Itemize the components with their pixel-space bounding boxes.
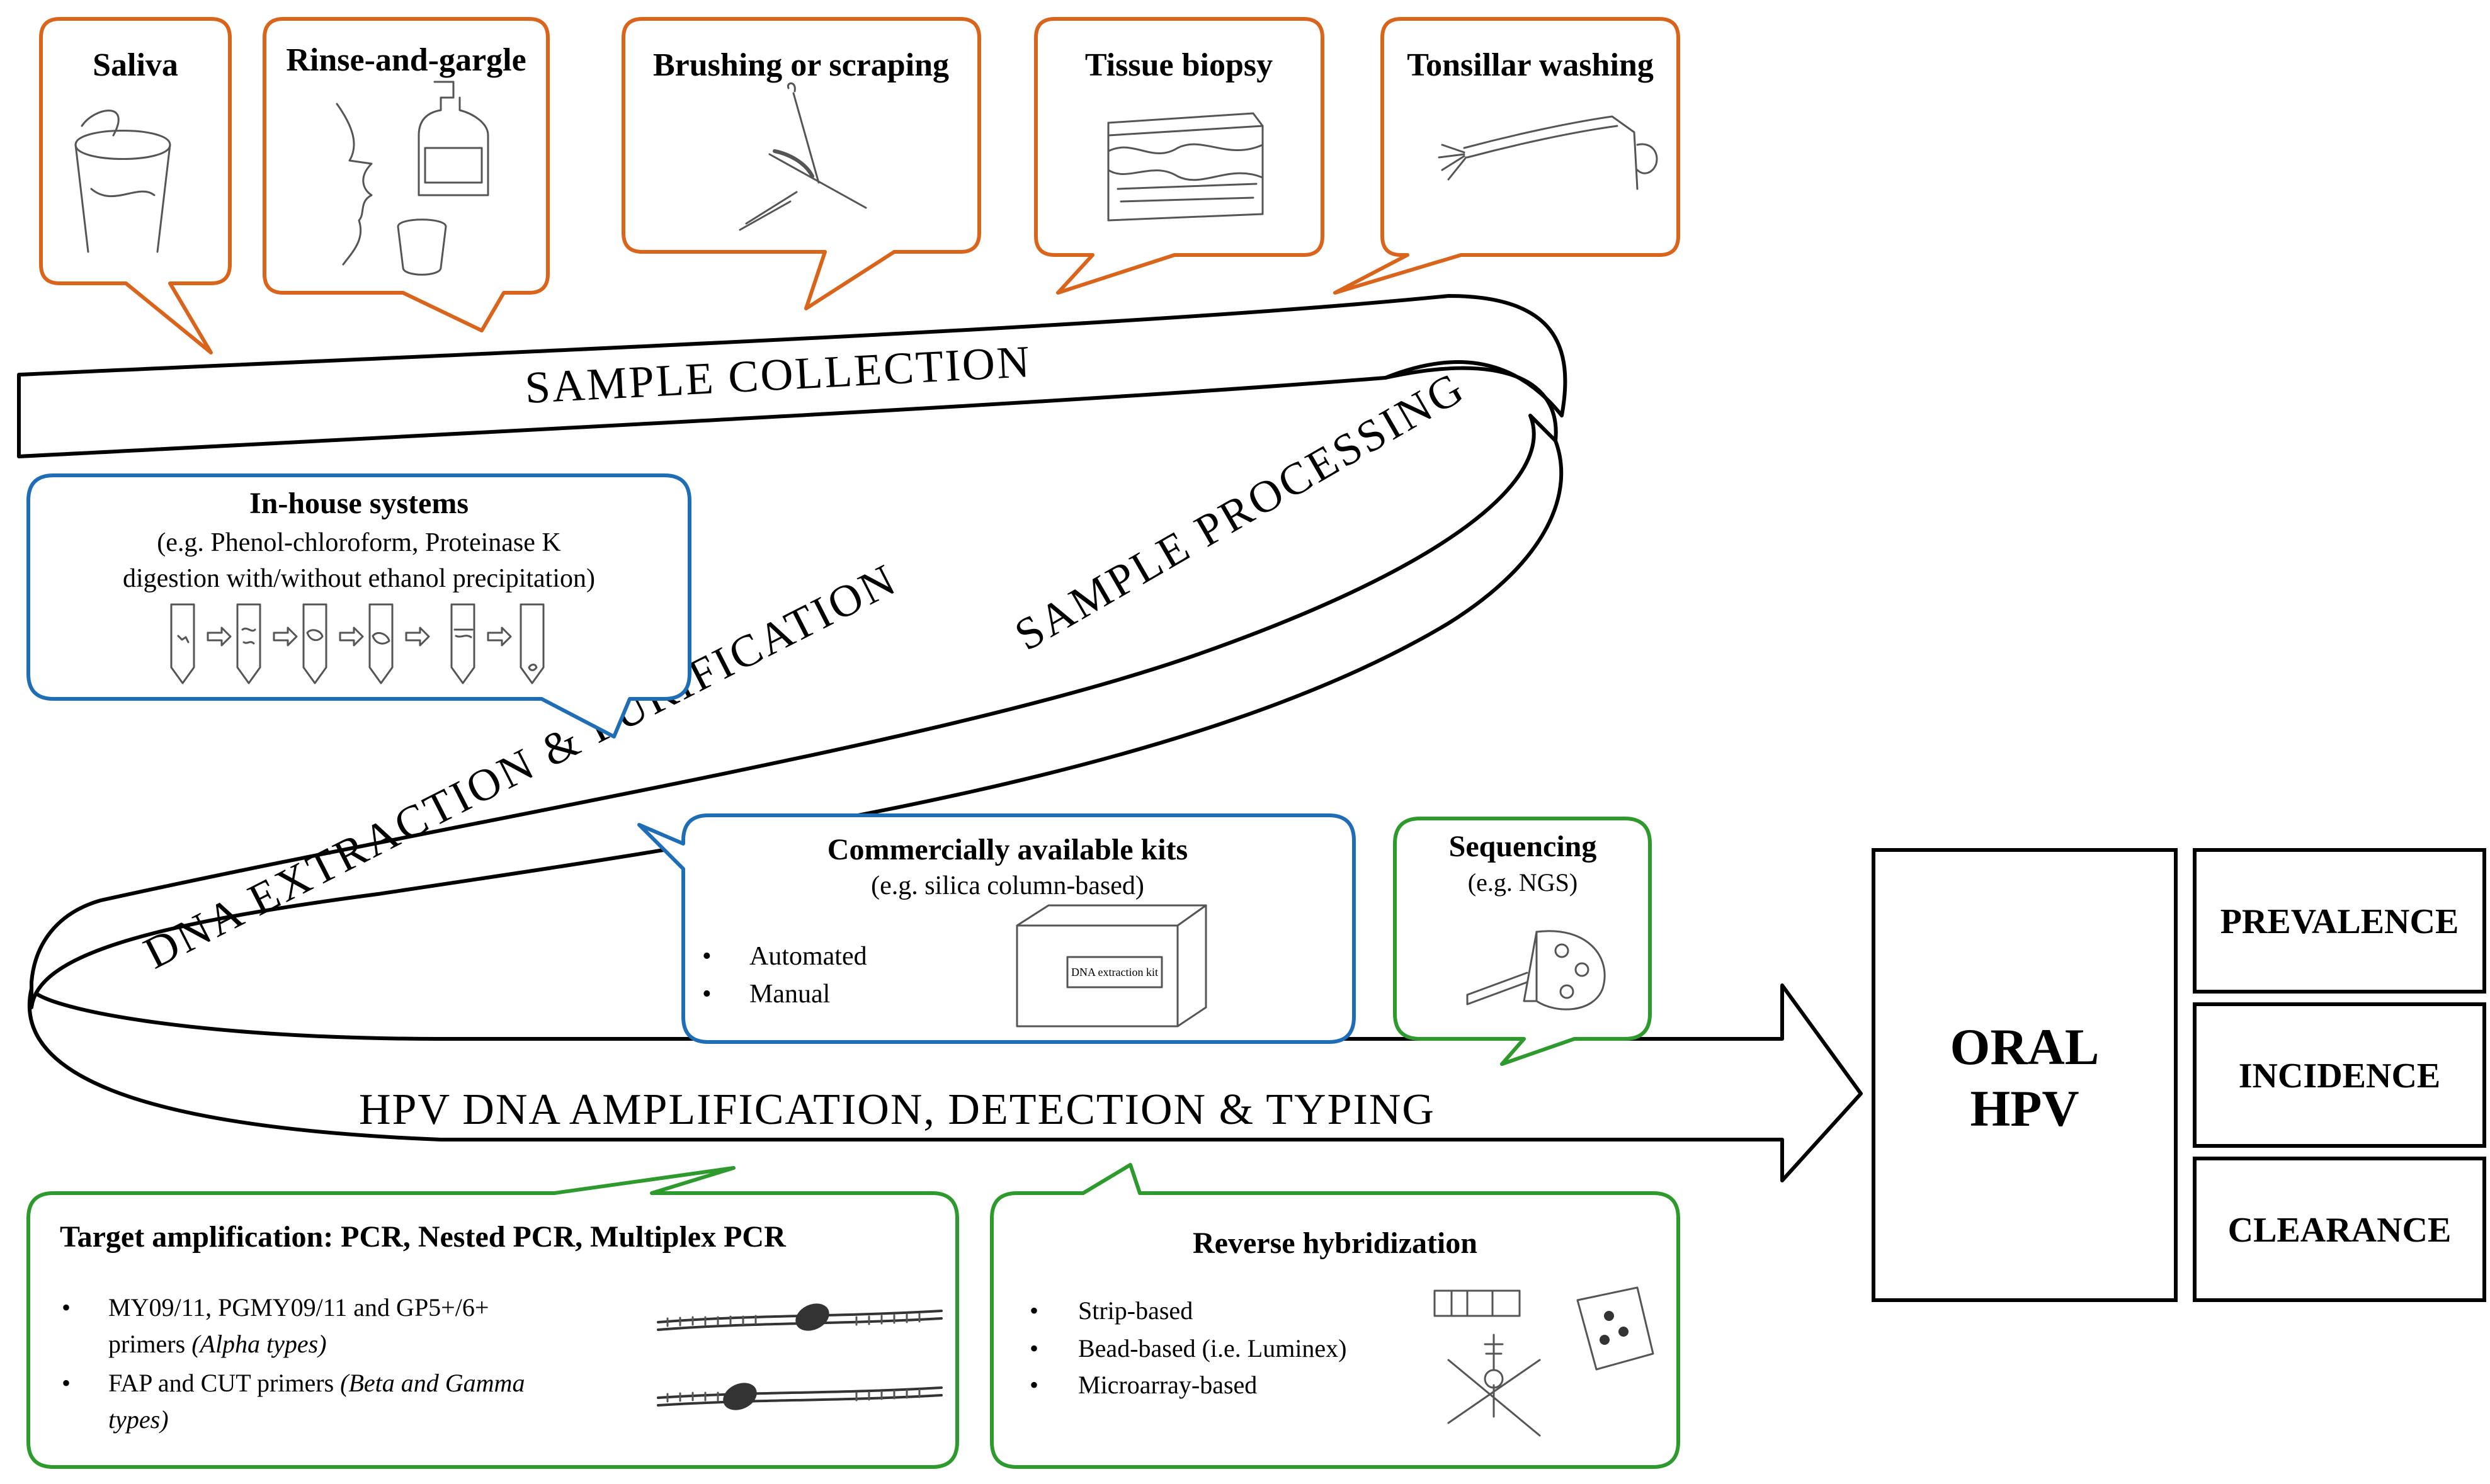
- kit-box-label: DNA extraction kit: [1071, 966, 1158, 978]
- strip-sketch: [1433, 1289, 1521, 1317]
- primer-strand-sketch-1: [657, 1303, 943, 1331]
- label-saliva: Saliva: [93, 47, 178, 83]
- bead-sketch: [1447, 1334, 1541, 1437]
- target-item2-line2: types): [108, 1405, 169, 1434]
- ribbon-extraction-band: [30, 414, 1564, 1009]
- tonsil-wash-sketch: [1438, 115, 1658, 190]
- ribbon-label-amplification: HPV DNA AMPLIFICATION, DETECTION & TYPIN…: [359, 1085, 1435, 1134]
- rh-item-microarray: Microarray-based: [1078, 1371, 1257, 1399]
- clearance-label: CLEARANCE: [2228, 1211, 2452, 1250]
- rh-bullet-1: •: [1030, 1296, 1038, 1325]
- prevalence-label: PREVALENCE: [2220, 902, 2459, 941]
- kits-subtitle: (e.g. silica column-based): [871, 871, 1144, 900]
- dna-kit-box-sketch: [1016, 904, 1207, 1028]
- bubble-saliva: [39, 17, 232, 354]
- gargle-sketch: [336, 81, 489, 276]
- rh-bullet-2: •: [1030, 1334, 1038, 1362]
- clearance-box: [2193, 1157, 2486, 1302]
- brush-sketch: [739, 82, 867, 231]
- bubble-sequencing: [1393, 817, 1652, 1066]
- target-item1-line2: primers (Alpha types): [108, 1330, 327, 1358]
- bubble-rinse: [263, 17, 550, 332]
- bubble-target-amp: [26, 1166, 959, 1469]
- sequencer-chip-sketch: [1466, 930, 1606, 1011]
- sequencing-title: Sequencing: [1449, 830, 1597, 863]
- rh-item-strip: Strip-based: [1078, 1296, 1193, 1325]
- incidence-box: [2193, 1002, 2486, 1148]
- inhouse-title: In-house systems: [249, 487, 469, 520]
- kits-item-manual: Manual: [749, 980, 830, 1009]
- target-bullet-1: •: [62, 1293, 71, 1322]
- spiral-ribbon: [17, 294, 1863, 1182]
- target-bullet-2: •: [62, 1369, 71, 1397]
- label-tonsillar-washing: Tonsillar washing: [1407, 47, 1654, 83]
- bubble-kits: [637, 813, 1356, 1044]
- target-amp-title: Target amplification: PCR, Nested PCR, M…: [60, 1220, 787, 1254]
- oral-hpv-line1: ORAL: [1950, 1018, 2100, 1075]
- kits-title: Commercially available kits: [827, 833, 1188, 866]
- prevalence-box: [2193, 848, 2486, 994]
- label-tissue-biopsy: Tissue biopsy: [1085, 47, 1273, 83]
- reverse-hyb-title: Reverse hybridization: [1193, 1226, 1477, 1260]
- kits-bullet-1: •: [702, 942, 712, 971]
- bubble-tonsillar: [1333, 17, 1680, 295]
- incidence-label: INCIDENCE: [2239, 1056, 2441, 1096]
- target-item2-line1: FAP and CUT primers (Beta and Gamma: [108, 1369, 525, 1397]
- kits-item-automated: Automated: [749, 942, 867, 971]
- microarray-sketch: [1576, 1286, 1654, 1371]
- tissue-sketch: [1107, 112, 1264, 222]
- ribbon-collection-band: [17, 294, 1567, 458]
- oral-hpv-line2: HPV: [1970, 1080, 2079, 1137]
- oral-hpv-box: [1872, 848, 2178, 1302]
- rh-item-bead: Bead-based (i.e. Luminex): [1078, 1334, 1347, 1362]
- sequencing-subtitle: (e.g. NGS): [1468, 868, 1578, 897]
- inhouse-line2: digestion with/without ethanol precipita…: [123, 564, 595, 593]
- bubble-reverse-hyb: [990, 1163, 1680, 1469]
- label-rinse-and-gargle: Rinse-and-gargle: [286, 42, 526, 78]
- target-item1-line1: MY09/11, PGMY09/11 and GP5+/6+: [108, 1293, 489, 1322]
- rh-bullet-3: •: [1030, 1371, 1038, 1399]
- tube-sequence-sketch: [170, 603, 545, 684]
- primer-strand-sketch-2: [657, 1383, 943, 1410]
- bubble-tissue: [1034, 17, 1324, 295]
- kits-bullet-2: •: [702, 980, 712, 1009]
- label-brushing-or-scraping: Brushing or scraping: [653, 47, 949, 83]
- inhouse-line1: (e.g. Phenol-chloroform, Proteinase K: [157, 528, 561, 557]
- ribbon-fold-line: [1385, 366, 1558, 441]
- saliva-tube-sketch: [74, 110, 171, 253]
